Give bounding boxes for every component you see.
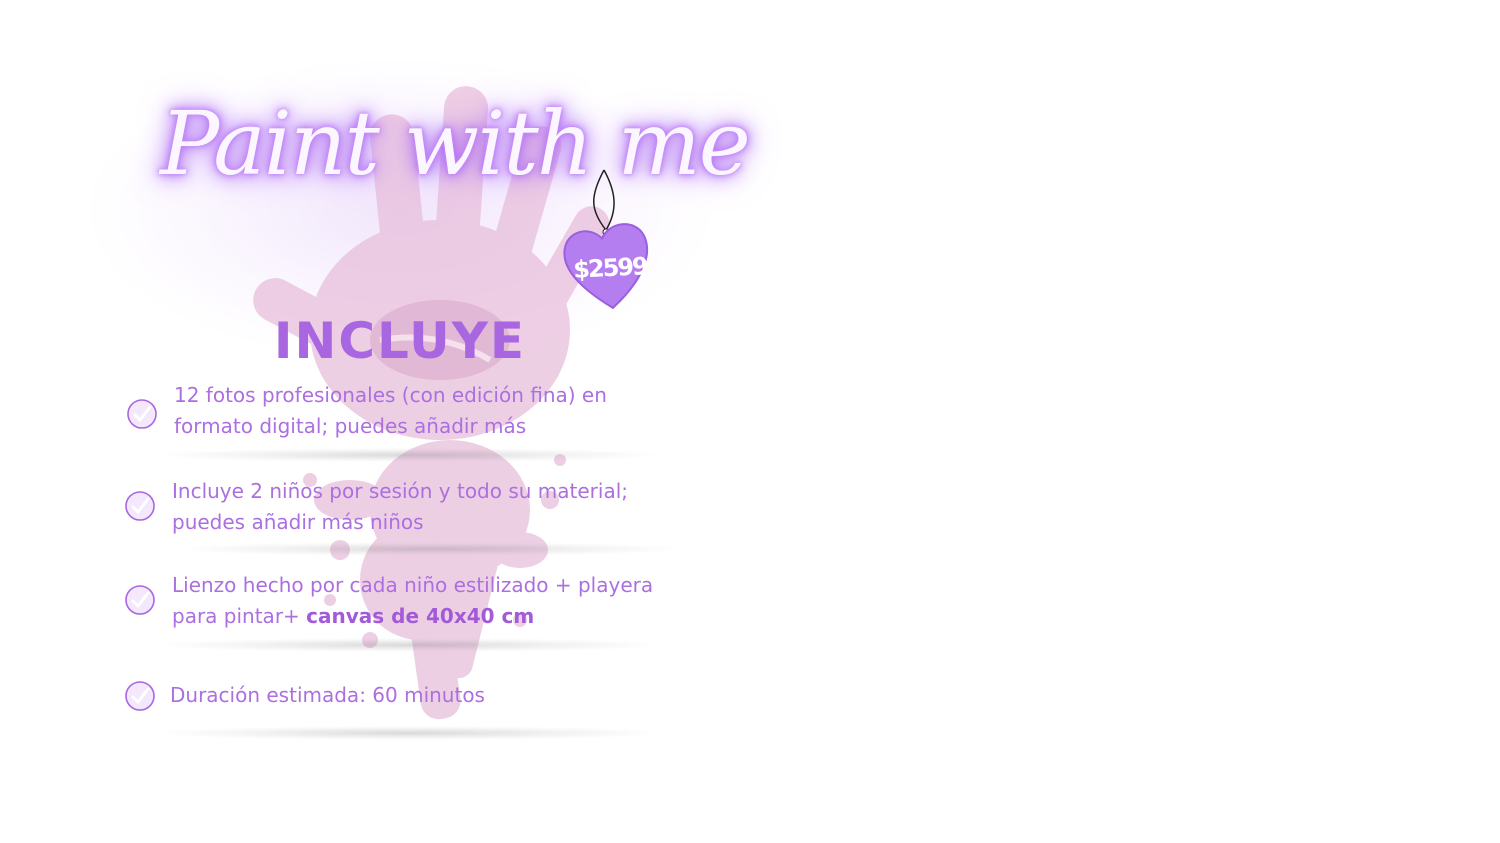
feature-text: 12 fotos profesionales (con edición fina… (174, 383, 607, 438)
promo-card: Paint with me $2599 INCLUYE 12 fotos pro… (90, 40, 751, 800)
feature-text-regular: Lienzo hecho por cada niño estilizado + … (172, 573, 654, 628)
check-circle-icon (125, 491, 155, 521)
section-heading: INCLUYE (273, 312, 527, 370)
feature-item: 12 fotos profesionales (con edición fina… (120, 380, 680, 470)
feature-text: Incluye 2 niños por sesión y todo su mat… (172, 479, 629, 534)
item-divider-shadow (180, 542, 680, 556)
feature-text: Duración estimada: 60 minutos (170, 683, 485, 707)
feature-item: Lienzo hecho por cada niño estilizado + … (120, 570, 680, 660)
feature-text-bold: canvas de 40x40 cm (306, 604, 535, 628)
item-divider-shadow (160, 638, 660, 652)
feature-item: Duración estimada: 60 minutos (120, 680, 680, 770)
item-divider-shadow (160, 726, 660, 740)
handprint-splash-image (253, 86, 610, 720)
feature-item: Incluye 2 niños por sesión y todo su mat… (120, 476, 680, 566)
check-circle-icon (125, 585, 155, 615)
item-divider-shadow (160, 448, 660, 462)
check-circle-icon (125, 681, 155, 711)
price-label: $2599 (572, 252, 648, 284)
check-circle-icon (127, 399, 157, 429)
heart-tag-icon (563, 169, 649, 310)
feature-text: Lienzo hecho por cada niño estilizado + … (172, 570, 672, 632)
neon-title: Paint with me (160, 92, 751, 195)
